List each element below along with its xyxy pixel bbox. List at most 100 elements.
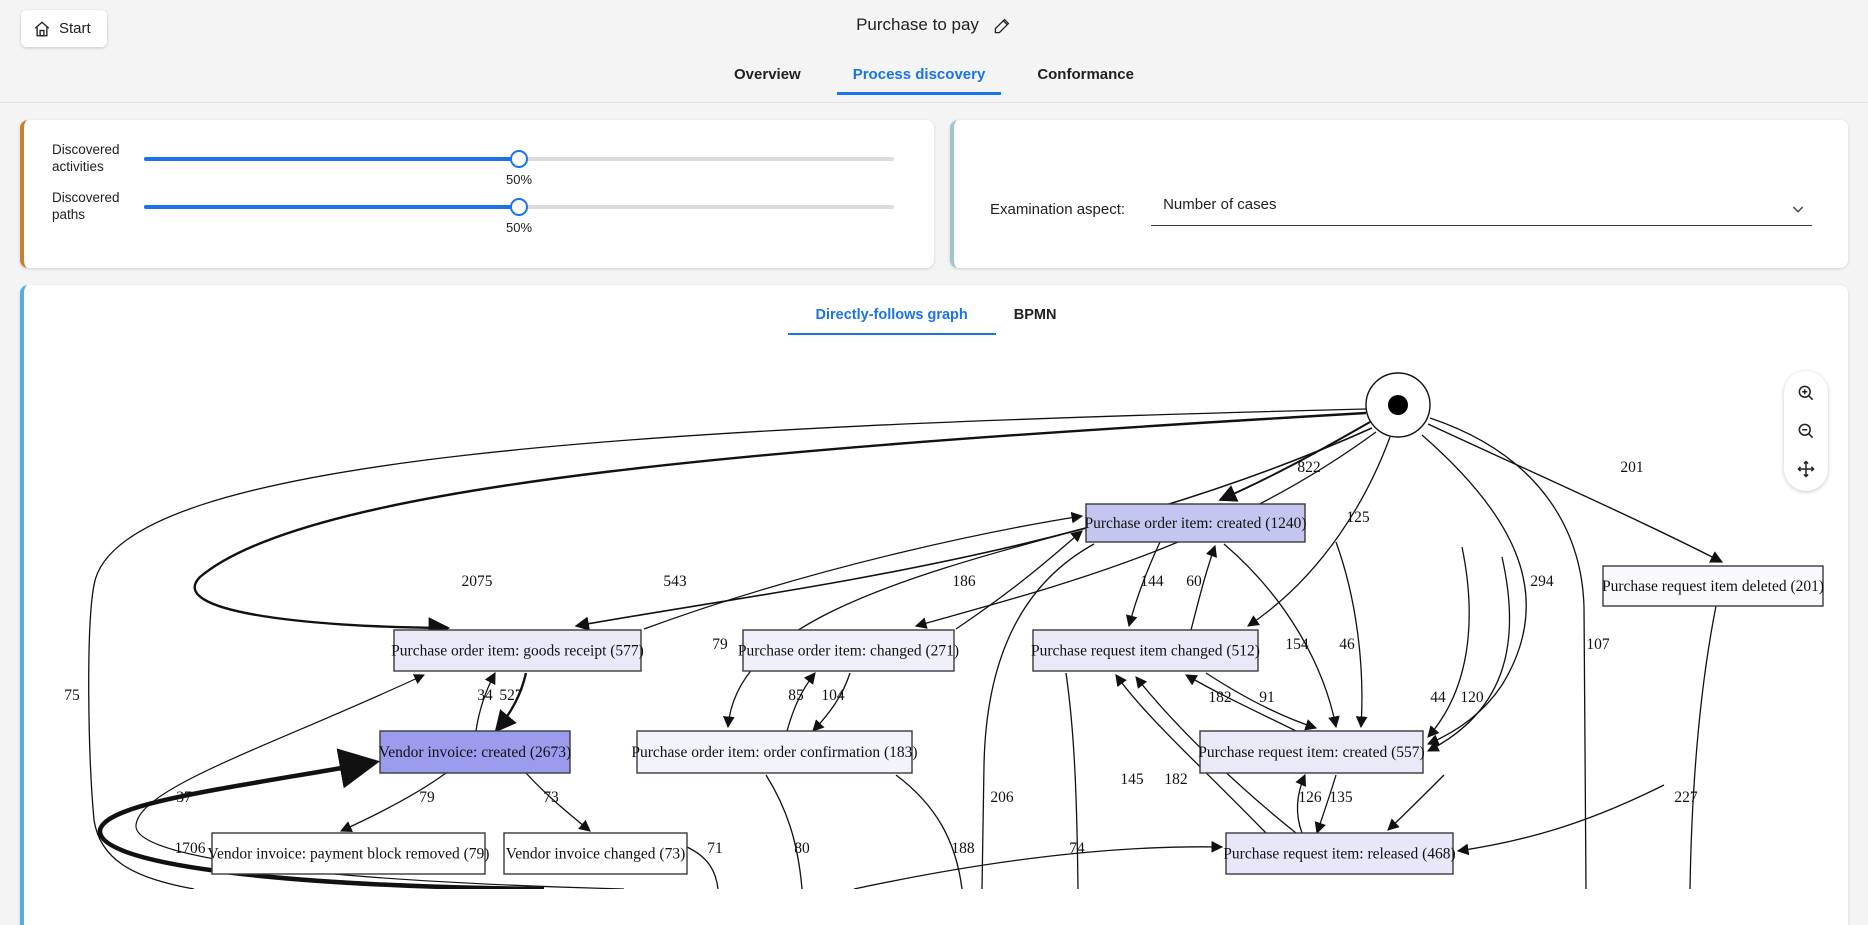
start-node[interactable] (1365, 372, 1431, 438)
chevron-down-icon (1790, 201, 1806, 222)
edge-label: 104 (821, 687, 845, 704)
edge-label: 44 (1430, 689, 1446, 706)
node-label: Purchase request item: created (557) (1198, 744, 1424, 761)
graph-edge (1387, 774, 1445, 831)
zoom-in-icon[interactable] (1794, 381, 1818, 405)
graph-edge (914, 431, 1377, 629)
edge-label: 60 (1186, 573, 1202, 590)
graph-edge (1184, 674, 1297, 732)
graph-node-vi-created[interactable]: Vendor invoice: created (2673) (379, 730, 571, 774)
graph-edge (1247, 436, 1391, 627)
graph-edge (853, 840, 1224, 889)
graph-edge (1421, 434, 1527, 746)
graph-edge (723, 527, 1087, 729)
edge-label: 135 (1329, 789, 1353, 806)
graph-node-pri-changed[interactable]: Purchase request item changed (512) (1031, 629, 1260, 672)
node-label: Vendor invoice changed (73) (506, 846, 685, 863)
edge-label: 79 (712, 636, 728, 653)
edge-label: 37 (176, 789, 192, 806)
tab-process-discovery[interactable]: Process discovery (836, 58, 1001, 95)
edge-label: 186 (952, 573, 976, 590)
slider-handle[interactable] (510, 197, 528, 216)
graph-node-poi-goods-receipt[interactable]: Purchase order item: goods receipt (577) (391, 629, 644, 672)
edge-label: 182 (1208, 689, 1231, 706)
examination-aspect-label: Examination aspect: (990, 200, 1126, 218)
slider-handle[interactable] (510, 149, 528, 168)
graph-node-poi-created[interactable]: Purchase order item: created (1240) (1084, 503, 1307, 543)
tab-conformance[interactable]: Conformance (1037, 66, 1134, 83)
node-label: Purchase order item: order confirmation … (631, 744, 917, 761)
edge-label: 144 (1140, 573, 1164, 590)
graph-node-pri-created[interactable]: Purchase request item: created (557) (1198, 730, 1425, 774)
discovered-paths-slider[interactable]: 50% (144, 192, 894, 235)
pan-icon[interactable] (1794, 457, 1818, 481)
main-tabs: Overview Process discovery Conformance (0, 58, 1868, 95)
graph-node-poi-order-confirmation[interactable]: Purchase order item: order confirmation … (631, 730, 918, 774)
discovered-activities-slider[interactable]: 50% (144, 144, 894, 187)
graph-edge (1427, 423, 1724, 563)
graph-node-pri-released[interactable]: Purchase request item: released (468) (1223, 832, 1456, 875)
graph-edge (765, 774, 803, 889)
graph-edge (574, 427, 1373, 631)
graph-view-tabs: Directly-follows graph BPMN (24, 299, 1848, 335)
node-label: Purchase request item changed (512) (1031, 643, 1260, 660)
edge-label: 80 (794, 840, 810, 857)
graph-edge (1429, 417, 1587, 889)
graph-edge (1125, 541, 1161, 628)
edge-label: 34 (477, 687, 493, 704)
tab-overview[interactable]: Overview (734, 66, 801, 83)
edge-label: 79 (419, 789, 435, 806)
graph-edge (1065, 672, 1079, 889)
edge-label: 201 (1620, 459, 1643, 476)
graph-edge (1689, 605, 1717, 889)
discovery-filters-card: Discovered activities 50% Discovered pat… (20, 120, 934, 268)
slider-fill (144, 204, 519, 209)
edge-label: 46 (1339, 636, 1355, 653)
edge-label: 182 (1164, 771, 1187, 788)
edge-label: 71 (707, 840, 723, 857)
graph-edge (1314, 774, 1337, 835)
graph-edge (643, 511, 1084, 630)
graph-edge (1335, 541, 1368, 729)
examination-aspect-value: Number of cases (1163, 196, 1277, 213)
tab-directly-follows-graph[interactable]: Directly-follows graph (787, 299, 997, 335)
edge-label: 74 (1069, 840, 1085, 857)
graph-edge (812, 672, 851, 732)
graph-edge (97, 748, 545, 889)
node-label: Purchase request item: released (468) (1223, 846, 1455, 863)
graph-edge (1223, 543, 1340, 729)
edge-label: 206 (990, 789, 1014, 806)
graph-node-poi-changed[interactable]: Purchase order item: changed (271) (738, 629, 959, 672)
examination-aspect-select[interactable]: Number of cases (1151, 192, 1812, 226)
graph-zoom-controls (1784, 371, 1828, 491)
node-label: Purchase request item deleted (201) (1602, 578, 1824, 595)
home-icon (33, 20, 51, 38)
graph-edge (786, 672, 816, 732)
edge-label: 75 (64, 687, 80, 704)
edge-label: 227 (1674, 789, 1698, 806)
graph-edge (981, 543, 1095, 889)
discovered-paths-label: Discovered paths (52, 190, 120, 222)
graph-edge (88, 408, 1367, 889)
graph-node-vi-payment-block-removed[interactable]: Vendor invoice: payment block removed (7… (208, 832, 490, 875)
graph-edge (1456, 784, 1665, 856)
zoom-out-icon[interactable] (1794, 419, 1818, 443)
start-button[interactable]: Start (21, 10, 107, 47)
graph-node-vi-changed[interactable]: Vendor invoice changed (73) (503, 832, 688, 875)
graph-edge (686, 846, 719, 889)
node-label: Purchase order item: goods receipt (577) (391, 643, 644, 660)
app-header: Start Purchase to pay Overview Process d… (0, 0, 1868, 103)
edit-title-icon[interactable] (993, 16, 1012, 35)
graph-node-pri-deleted[interactable]: Purchase request item deleted (201) (1602, 565, 1824, 607)
edge-label: 107 (1586, 636, 1610, 653)
tab-bpmn[interactable]: BPMN (1013, 307, 1057, 323)
edge-label: 822 (1297, 459, 1320, 476)
graph-edge (135, 674, 625, 889)
slider-fill (144, 156, 519, 161)
graph-edge (494, 672, 528, 733)
node-label: Purchase order item: created (1240) (1084, 515, 1306, 532)
node-label: Purchase order item: changed (271) (738, 643, 959, 660)
edge-label: 527 (499, 687, 523, 704)
graph-edge (1205, 672, 1318, 731)
